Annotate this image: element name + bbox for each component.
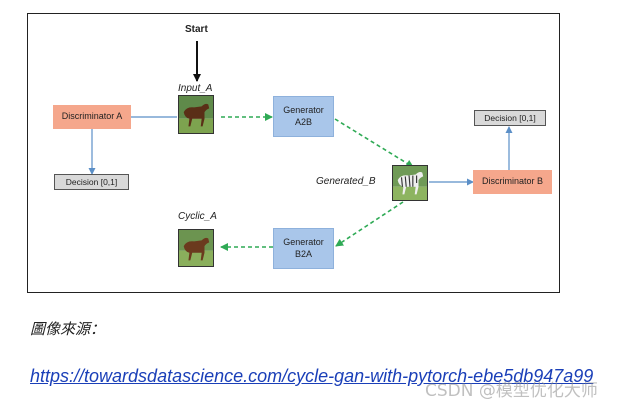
start-label: Start [185, 24, 208, 35]
decision-a: Decision [0,1] [54, 174, 129, 190]
source-link[interactable]: https://towardsdatascience.com/cycle-gan… [30, 366, 594, 386]
generator-b2a-line2: B2A [294, 248, 312, 259]
discriminator-b: Discriminator B [473, 170, 552, 194]
generated-b-label: Generated_B [316, 176, 376, 187]
zebra-image [392, 165, 428, 201]
generator-a2b-line1: Generator [283, 105, 324, 116]
horse-image [178, 229, 214, 267]
watermark: CSDN @模型优化大师 [425, 381, 598, 401]
decision-b: Decision [0,1] [474, 110, 546, 126]
generator-a2b-line2: A2B [294, 116, 312, 127]
generator-b2a: Generator B2A [273, 228, 334, 269]
generator-b2a-line1: Generator [283, 237, 324, 248]
diagram-connectors [88, 41, 513, 251]
arrow-generated-b-to-gen-b2a [335, 201, 404, 247]
horse-image [178, 95, 214, 134]
generator-a2b: Generator A2B [273, 96, 334, 137]
discriminator-a: Discriminator A [53, 105, 131, 129]
arrow-gen-a2b-to-generated-b [334, 118, 414, 168]
diagram-frame: Start Input_A Generated_B Cyclic_A Discr… [27, 13, 560, 293]
input-a-label: Input_A [178, 83, 213, 94]
cyclic-a-label: Cyclic_A [178, 211, 217, 222]
image-source-caption: 圖像來源： [30, 320, 106, 338]
